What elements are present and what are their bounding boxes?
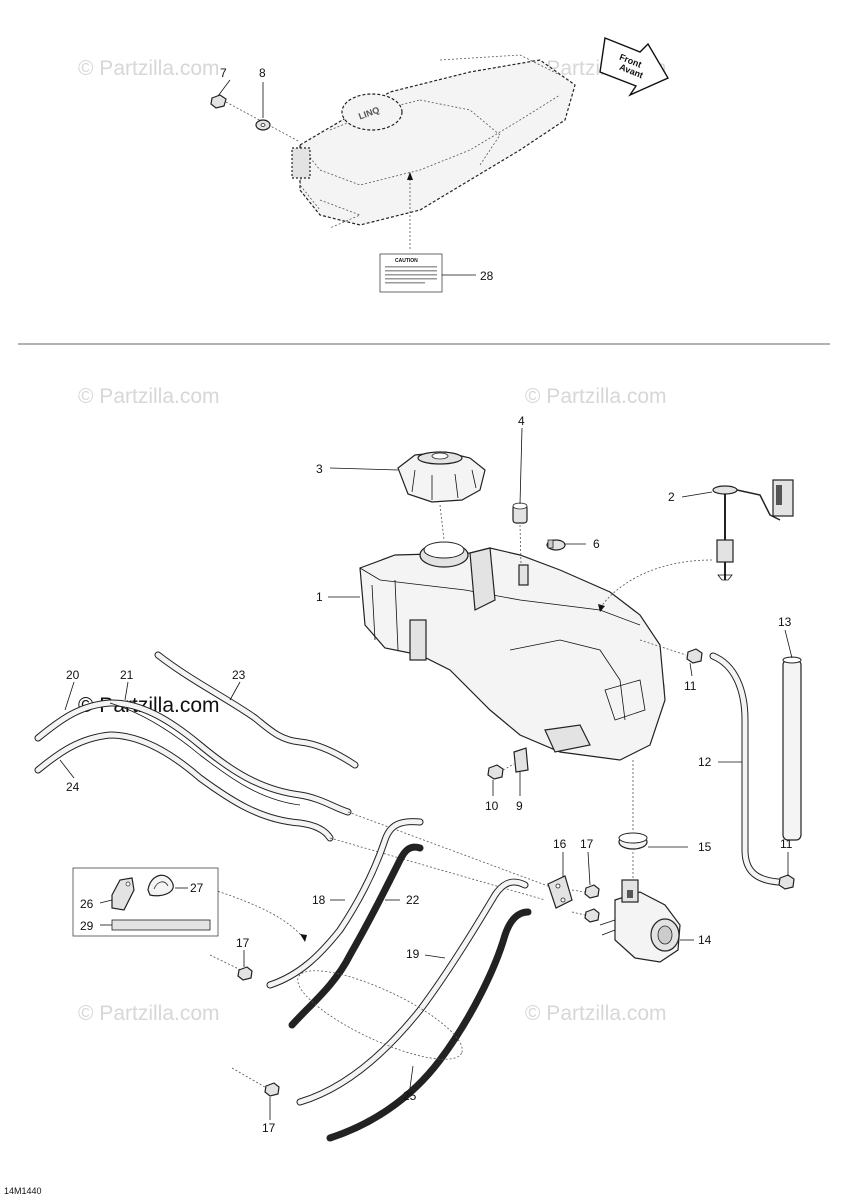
guide-lines <box>209 811 549 1091</box>
callout-17-pump: 17 <box>580 837 594 851</box>
callout-4: 4 <box>518 414 525 428</box>
frame-assembly: LINQ <box>291 54 576 250</box>
bolt-part-10 <box>487 763 515 780</box>
callout-16: 16 <box>553 837 567 851</box>
diagram-code: 14M1440 <box>4 1186 42 1196</box>
oil-pump-part-14 <box>599 879 681 963</box>
nut-part-17-pump <box>571 884 600 923</box>
washer-part-8 <box>255 119 271 131</box>
hoses-part-20-21-24 <box>34 699 352 842</box>
watermark: © Partzilla.com <box>525 1002 667 1025</box>
clamp-part-15 <box>618 760 648 880</box>
callout-9: 9 <box>516 799 523 813</box>
callout-11-upper: 11 <box>684 679 697 693</box>
callout-1: 1 <box>316 590 323 604</box>
callout-21: 21 <box>120 668 134 682</box>
hose-part-18 <box>266 818 424 989</box>
callouts: 7 8 28 3 4 2 6 1 13 11 12 10 9 15 16 17 … <box>66 66 793 1135</box>
hose-part-12 <box>709 652 782 886</box>
callout-28: 28 <box>480 269 494 283</box>
plate-part-16 <box>547 875 573 909</box>
watermark: © Partzilla.com <box>78 385 220 408</box>
fitting-part-11-upper <box>639 639 703 664</box>
callout-18: 18 <box>312 893 326 907</box>
hose-part-23 <box>154 651 359 769</box>
callout-17-bottom: 17 <box>262 1121 276 1135</box>
callout-12: 12 <box>698 755 712 769</box>
front-direction-arrow: Front Avant <box>599 37 670 97</box>
callout-25: 25 <box>403 1089 417 1103</box>
nut-part-17-left <box>237 966 253 981</box>
hose-part-13 <box>782 656 802 841</box>
callout-26: 26 <box>80 897 94 911</box>
callout-10: 10 <box>485 799 499 813</box>
callout-2: 2 <box>668 490 675 504</box>
watermarks: © Partzilla.com © Partzilla.com © Partzi… <box>78 57 667 1025</box>
callout-19: 19 <box>406 947 420 961</box>
watermark: © Partzilla.com <box>78 57 220 80</box>
callout-6: 6 <box>593 537 600 551</box>
nut-part-17-bottom <box>264 1082 280 1097</box>
caution-label-part-28: CAUTION <box>379 253 443 293</box>
filler-cap-part-3 <box>397 451 486 541</box>
callout-14: 14 <box>698 933 712 947</box>
callout-13: 13 <box>778 615 792 629</box>
hose-part-22 <box>288 843 424 1029</box>
oil-tank-part-1 <box>359 541 666 761</box>
level-sensor-part-2 <box>598 479 794 612</box>
callout-7: 7 <box>220 66 227 80</box>
callout-8: 8 <box>259 66 266 80</box>
caution-title: CAUTION <box>395 258 418 264</box>
callout-29: 29 <box>80 919 94 933</box>
watermark: © Partzilla.com <box>78 1002 220 1025</box>
hose-part-19 <box>296 878 529 1106</box>
callout-24: 24 <box>66 780 80 794</box>
callout-11-lower: 11 <box>780 837 793 851</box>
clamp-part-6 <box>546 539 566 551</box>
callout-20: 20 <box>66 668 80 682</box>
callout-17-left: 17 <box>236 936 250 950</box>
callout-15: 15 <box>698 840 712 854</box>
bracket-part-9 <box>513 747 529 773</box>
vent-cap-part-4 <box>512 502 528 566</box>
bolt-part-7 <box>210 94 301 143</box>
callout-22: 22 <box>406 893 420 907</box>
watermark: © Partzilla.com <box>525 385 667 408</box>
callout-23: 23 <box>232 668 246 682</box>
callout-3: 3 <box>316 462 323 476</box>
hose-part-25 <box>297 908 532 1142</box>
fitting-part-11-lower <box>778 874 795 890</box>
kit-box-parts-26-27-29 <box>72 867 219 937</box>
leader-lines <box>59 79 793 1120</box>
callout-27: 27 <box>190 881 204 895</box>
